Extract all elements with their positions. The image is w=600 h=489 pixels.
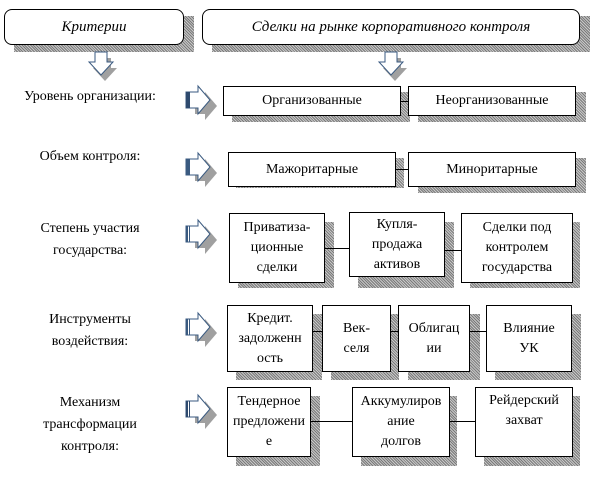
- connector-line: [313, 331, 323, 332]
- criterion-label: Инструменты воздействия:: [49, 312, 131, 349]
- category-label: Организованные: [262, 93, 362, 108]
- category-box: Тендерное предложени е: [227, 387, 311, 457]
- category-label: Миноритарные: [446, 161, 538, 177]
- criterion-label: Степень участия государства:: [40, 221, 140, 258]
- category-box: Организованные: [223, 86, 401, 116]
- category-box: Рейдерский захват: [475, 387, 573, 457]
- criterion-label: Уровень организации:: [24, 89, 156, 104]
- criterion-label: Механизм трансформации контроля:: [43, 395, 137, 454]
- category-label: Сделки под контролем государства: [481, 220, 553, 275]
- right-arrow-icon: [185, 393, 217, 429]
- category-label: Аккумулиров ание долгов: [360, 394, 442, 449]
- category-label: Кредит. задолженн ость: [238, 310, 302, 366]
- right-arrow-icon: [185, 84, 217, 120]
- right-arrow-icon: [185, 311, 217, 347]
- connector-line: [311, 421, 354, 422]
- category-box: Аккумулиров ание долгов: [352, 387, 450, 457]
- category-box: Мажоритарные: [228, 152, 396, 187]
- category-box: Кредит. задолженн ость: [227, 305, 313, 372]
- header-deals: Сделки на рынке корпоративного контроля: [202, 9, 580, 45]
- down-arrow-icon: [377, 51, 407, 81]
- connector-line: [450, 421, 476, 422]
- connector-line: [401, 101, 409, 102]
- right-arrow-icon: [185, 218, 217, 254]
- category-box: Миноритарные: [408, 152, 576, 187]
- header-criteria-label: Критерии: [61, 18, 127, 35]
- category-label: Приватиза- ционные сделки: [243, 220, 311, 275]
- criterion-label: Объем контроля:: [39, 149, 141, 164]
- down-arrow-icon: [87, 51, 117, 81]
- right-arrow-icon: [185, 151, 217, 187]
- category-label: Неорганизованные: [435, 93, 549, 108]
- category-box: Влияние УК: [486, 305, 572, 372]
- category-label: Облигац ии: [408, 320, 460, 356]
- category-label: Век- селя: [342, 320, 370, 356]
- category-box: Неорганизованные: [408, 86, 576, 116]
- header-criteria: Критерии: [4, 9, 184, 45]
- connector-line: [470, 331, 486, 332]
- category-box: Приватиза- ционные сделки: [229, 213, 325, 283]
- connector-line: [396, 169, 408, 170]
- category-box: Век- селя: [322, 305, 391, 372]
- category-label: Купля- продажа активов: [371, 216, 423, 272]
- connector-line: [391, 331, 399, 332]
- connector-line: [325, 248, 349, 249]
- header-deals-label: Сделки на рынке корпоративного контроля: [251, 18, 531, 35]
- category-label: Тендерное предложени е: [233, 394, 305, 449]
- category-label: Мажоритарные: [265, 161, 359, 177]
- category-box: Облигац ии: [398, 305, 470, 372]
- connector-line: [445, 250, 462, 251]
- category-box: Купля- продажа активов: [349, 212, 445, 277]
- category-label: Влияние УК: [503, 320, 555, 356]
- category-box: Сделки под контролем государства: [461, 213, 573, 283]
- category-label: Рейдерский захват: [489, 393, 559, 428]
